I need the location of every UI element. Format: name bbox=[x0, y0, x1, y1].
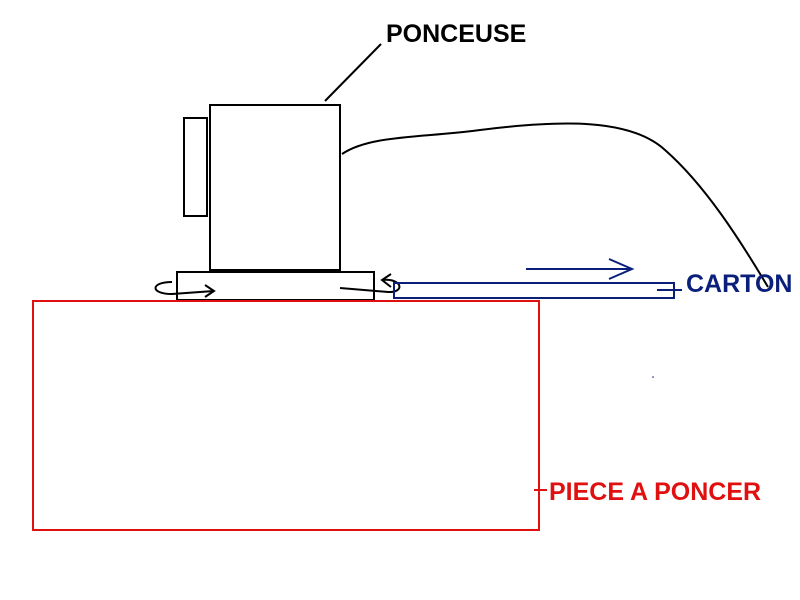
cardboard bbox=[393, 258, 682, 378]
workpiece-block bbox=[32, 300, 540, 531]
right-rotation-arrowhead bbox=[380, 273, 392, 288]
right-rotation-arrow bbox=[339, 278, 401, 294]
workpiece-label: PIECE A PONCER bbox=[549, 478, 761, 506]
cardboard-direction-arrowhead bbox=[608, 258, 635, 280]
sander-label: PONCEUSE bbox=[386, 20, 526, 48]
cardboard-label: CARTON bbox=[686, 270, 792, 298]
sander bbox=[154, 43, 769, 301]
left-rotation-arrow bbox=[154, 281, 215, 296]
sander-body bbox=[209, 104, 341, 271]
sander-handle bbox=[183, 117, 208, 217]
workpiece bbox=[32, 300, 547, 531]
stray-dot bbox=[652, 376, 654, 378]
sander-leader-line bbox=[324, 43, 382, 102]
sander-power-cord bbox=[341, 122, 769, 288]
left-rotation-arrowhead bbox=[204, 284, 216, 298]
cardboard-strip bbox=[393, 282, 675, 299]
